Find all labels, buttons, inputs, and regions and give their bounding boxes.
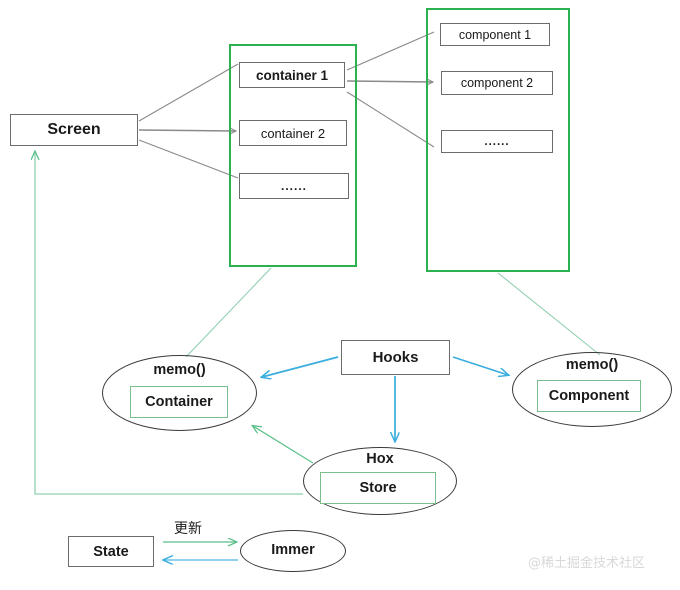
container-1-box[interactable]: container 1 <box>239 62 345 88</box>
component-more-label: ...... <box>484 135 510 148</box>
screen-box[interactable]: Screen <box>10 114 138 146</box>
memo-component-inner-box[interactable]: Component <box>537 380 641 412</box>
edge-hooks-to-memo-component <box>452 356 508 375</box>
state-label: State <box>93 543 129 560</box>
hooks-box[interactable]: Hooks <box>341 340 450 375</box>
memo-container-ellipse[interactable] <box>102 355 257 431</box>
component-more-box[interactable]: ...... <box>441 130 553 153</box>
container-group-frame <box>229 44 357 267</box>
hox-inner-box[interactable]: Store <box>320 472 436 504</box>
container-1-label: container 1 <box>255 67 329 83</box>
component-1-label: component 1 <box>458 27 532 42</box>
container-more-label: ...... <box>280 179 307 193</box>
update-edge-label: 更新 <box>174 520 202 536</box>
edge-container1-to-components <box>346 31 435 148</box>
memo-component-ellipse[interactable] <box>512 352 672 427</box>
container-2-label: container 2 <box>260 125 326 141</box>
edge-components-to-memo-component <box>497 272 601 356</box>
screen-label: Screen <box>47 121 101 138</box>
memo-container-inner-box[interactable]: Container <box>130 386 228 418</box>
hox-ellipse[interactable] <box>303 447 457 515</box>
memo-component-inner-label: Component <box>548 388 630 404</box>
container-2-box[interactable]: container 2 <box>239 120 347 146</box>
hox-inner-label: Store <box>359 480 397 496</box>
watermark: @稀土掘金技术社区 <box>528 556 646 571</box>
edge-hooks-to-memo-container <box>262 356 339 377</box>
component-2-box[interactable]: component 2 <box>441 71 553 95</box>
edge-screen-to-containers <box>138 63 239 179</box>
memo-container-title: memo() <box>153 362 206 378</box>
hooks-label: Hooks <box>372 349 419 366</box>
component-1-box[interactable]: component 1 <box>440 23 550 46</box>
container-more-box[interactable]: ...... <box>239 173 349 199</box>
memo-component-title: memo() <box>565 357 619 373</box>
memo-container-inner-label: Container <box>145 394 213 410</box>
hox-title: Hox <box>366 451 394 467</box>
edge-containers-to-memo-container <box>185 267 272 358</box>
immer-label: Immer <box>271 542 315 558</box>
component-2-label: component 2 <box>460 76 534 90</box>
state-box[interactable]: State <box>68 536 154 567</box>
component-group-frame <box>426 8 570 272</box>
immer-ellipse[interactable] <box>240 530 346 572</box>
